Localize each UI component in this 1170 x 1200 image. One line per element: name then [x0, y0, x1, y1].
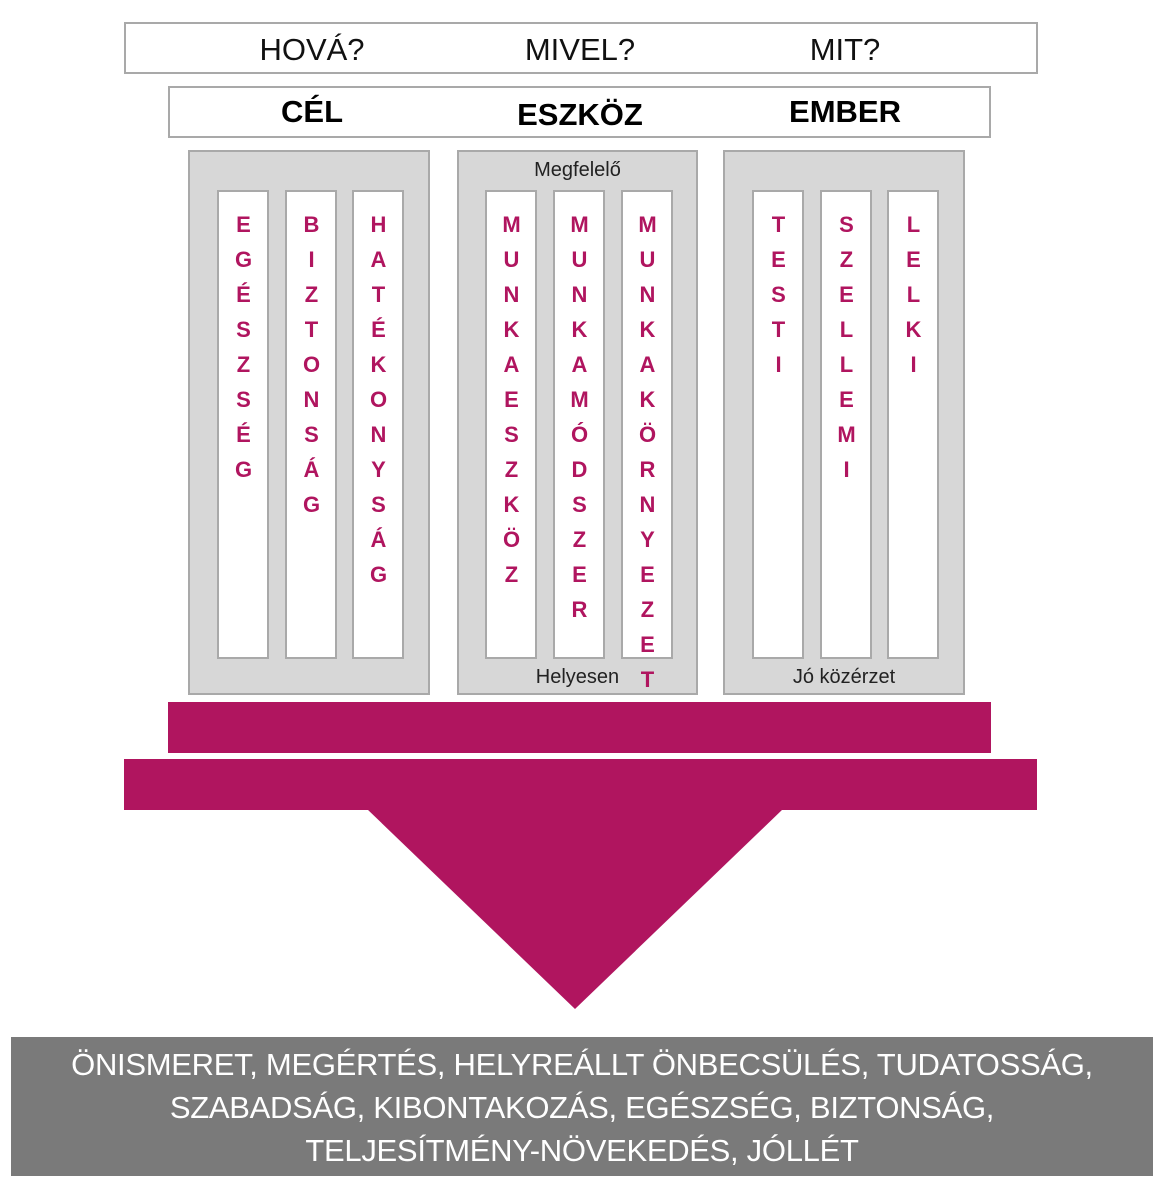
pillar-label: MUNKAMÓDSZER	[567, 212, 592, 632]
pillar-label: SZELLEMI	[834, 212, 859, 492]
category-human: EMBER	[789, 94, 901, 129]
outcome-line: TELJESÍTMÉNY-NÖVEKEDÉS, JÓLLÉT	[305, 1133, 859, 1168]
outcome-box: ÖNISMERET, MEGÉRTÉS, HELYREÁLLT ÖNBECSÜL…	[11, 1037, 1153, 1176]
question-where: HOVÁ?	[259, 32, 365, 67]
tool-group: Megfelelő MUNKAESZKÖZ MUNKAMÓDSZER MUNKA…	[457, 150, 698, 702]
human-group: TESTI SZELLEMI LELKI Jó közérzet	[723, 150, 965, 695]
group-bottom-label: Helyesen	[535, 666, 620, 688]
pillar-label: EGÉSZSÉG	[231, 212, 256, 492]
pillar-health: EGÉSZSÉG	[217, 190, 269, 659]
pillar-label: BIZTONSÁG	[299, 212, 324, 527]
categories-row: CÉL ESZKÖZ EMBER	[168, 86, 991, 138]
pillar-spiritual: LELKI	[887, 190, 939, 659]
pillar-work-method: MUNKAMÓDSZER	[553, 190, 605, 659]
question-what: MIT?	[809, 32, 881, 67]
questions-row: HOVÁ? MIVEL? MIT?	[124, 22, 1038, 74]
group-bottom-label: Jó közérzet	[792, 666, 896, 688]
pillar-label: MUNKAESZKÖZ	[499, 212, 524, 597]
pillar-work-equipment: MUNKAESZKÖZ	[485, 190, 537, 659]
outcome-line: SZABADSÁG, KIBONTAKOZÁS, EGÉSZSÉG, BIZTO…	[169, 1090, 995, 1125]
pillar-physical: TESTI	[752, 190, 804, 659]
pillar-mental: SZELLEMI	[820, 190, 872, 659]
pillar-label: HATÉKONYSÁG	[366, 212, 391, 597]
pillar-label: TESTI	[766, 212, 791, 387]
group-top-label: Megfelelő	[534, 159, 621, 181]
base-bar-lower	[124, 759, 1037, 810]
pillar-efficiency: HATÉKONYSÁG	[352, 190, 404, 659]
base-bar-upper	[168, 702, 991, 753]
pillar-safety: BIZTONSÁG	[285, 190, 337, 659]
goal-group: EGÉSZSÉG BIZTONSÁG HATÉKONYSÁG	[188, 150, 430, 695]
outcome-line: ÖNISMERET, MEGÉRTÉS, HELYREÁLLT ÖNBECSÜL…	[71, 1047, 1093, 1082]
pillar-label: MUNKAKÖRNYEZET	[635, 212, 660, 702]
pillar-label: LELKI	[901, 212, 926, 387]
question-with-what: MIVEL?	[524, 32, 636, 67]
category-goal: CÉL	[281, 94, 343, 129]
pillar-work-environment: MUNKAKÖRNYEZET	[621, 190, 673, 702]
category-tool: ESZKÖZ	[517, 97, 643, 132]
